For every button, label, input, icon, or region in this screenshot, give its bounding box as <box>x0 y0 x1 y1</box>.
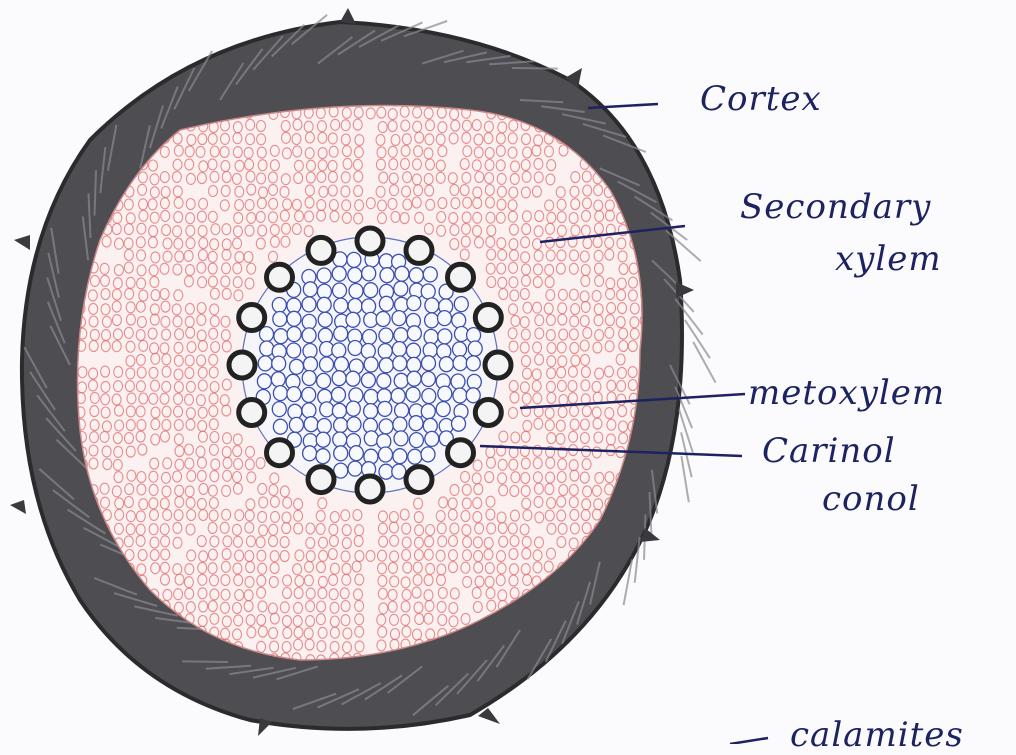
metaxylem-strand <box>239 305 265 331</box>
metaxylem-strand <box>448 440 474 466</box>
leader-line-bottom <box>730 738 768 744</box>
metaxylem-strand <box>485 352 511 378</box>
metaxylem-strand <box>475 305 501 331</box>
label-bottom-cut-text: calamites <box>790 716 964 754</box>
label-secondary-xylem-line2: xylem <box>835 240 942 278</box>
metaxylem-strand <box>357 476 383 502</box>
metaxylem-strand <box>229 352 255 378</box>
metaxylem-strand <box>308 237 334 263</box>
metaxylem-strand <box>267 440 293 466</box>
metaxylem-strand <box>267 264 293 290</box>
metaxylem-strand <box>475 400 501 426</box>
metaxylem-strand <box>406 467 432 493</box>
label-cortex: Cortex <box>700 80 822 118</box>
metaxylem-strand <box>308 467 334 493</box>
label-carinal-canal-line1: Carinol <box>762 432 896 470</box>
metaxylem-strand <box>448 264 474 290</box>
label-metaxylem: metoxylem <box>748 374 945 412</box>
label-secondary-xylem-line1: Secondary <box>740 188 931 226</box>
metaxylem-strand <box>239 400 265 426</box>
metaxylem-strand <box>406 237 432 263</box>
label-carinal-canal-line2: conol <box>822 480 920 518</box>
metaxylem-strand <box>357 228 383 254</box>
